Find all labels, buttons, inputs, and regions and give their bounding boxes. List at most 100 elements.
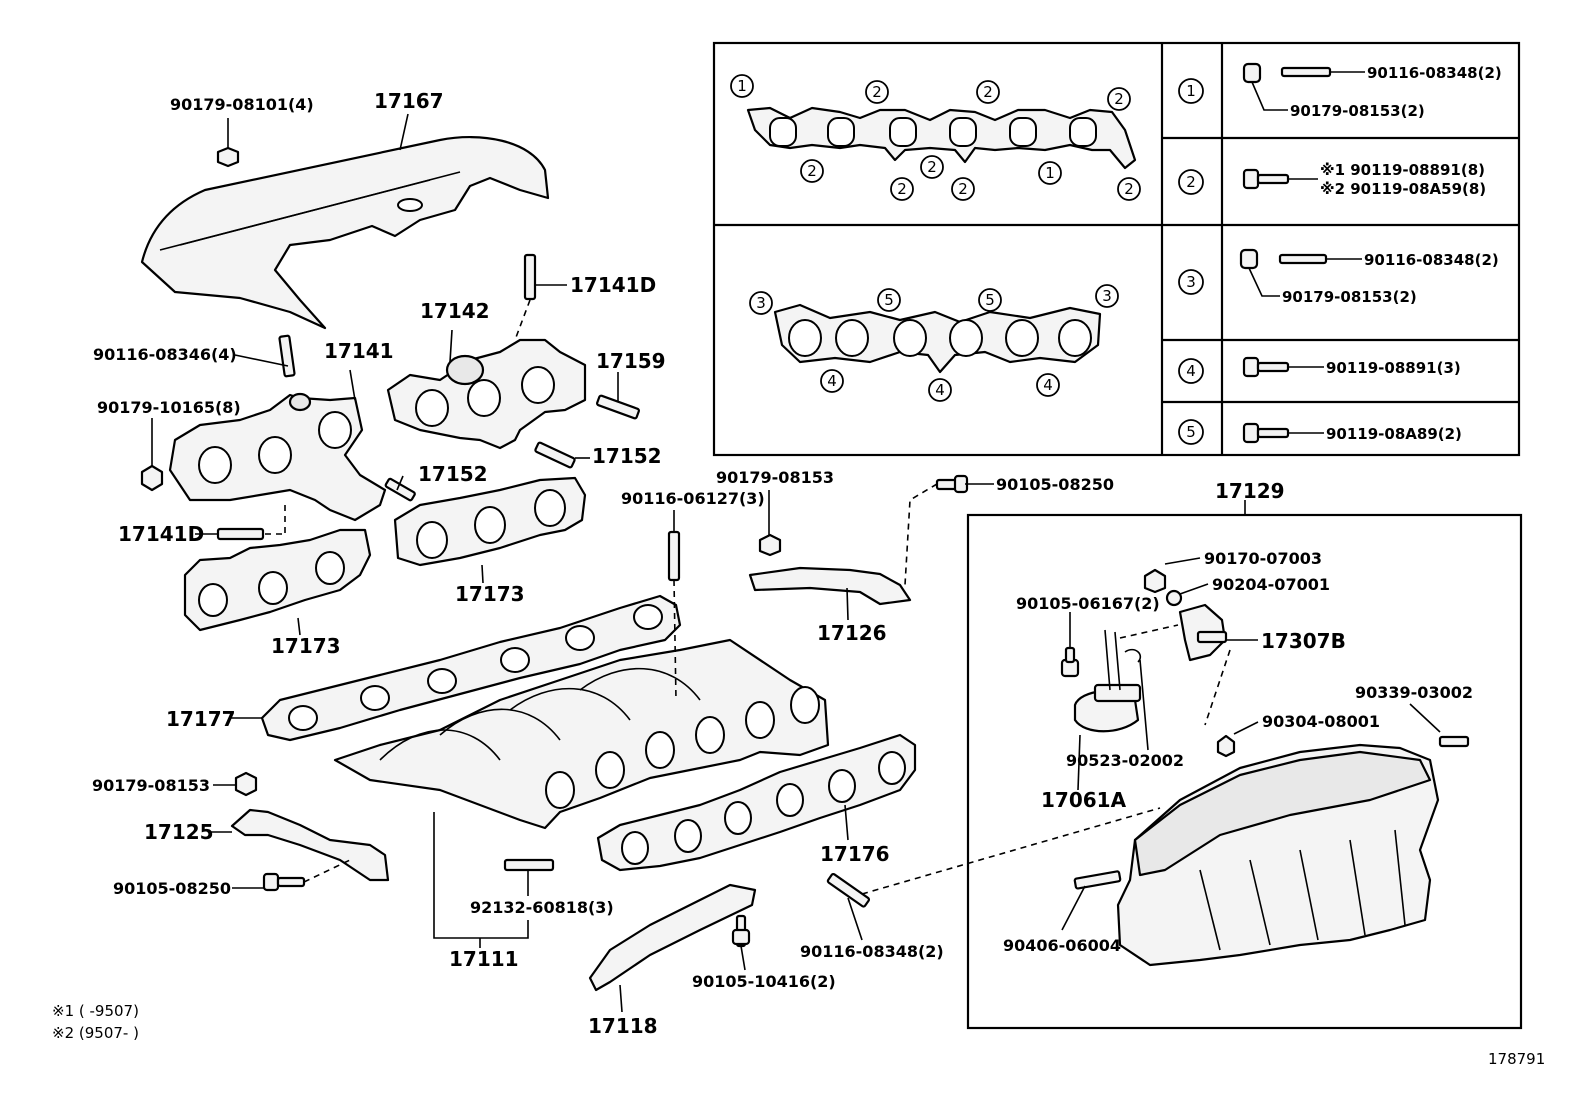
- label-17152: 17152: [418, 462, 488, 486]
- label-17142: 17142: [420, 299, 490, 323]
- callout-3: 3: [1095, 284, 1119, 308]
- sensor-17307B: [1178, 603, 1228, 662]
- callout-2: 2: [1107, 87, 1131, 111]
- note-1: ※1 ( -9507): [52, 1002, 139, 1020]
- row5-part-a: 90119-08A89(2): [1326, 425, 1462, 443]
- label-17152: 17152: [592, 444, 662, 468]
- svg-text:1: 1: [1186, 82, 1196, 100]
- heat-shield: [140, 135, 550, 330]
- svg-text:1: 1: [737, 77, 747, 95]
- bolt-icon: [1242, 422, 1290, 444]
- row3-part-b: 90179-08153(2): [1282, 288, 1417, 306]
- stud-icon: [1278, 253, 1328, 265]
- svg-text:4: 4: [1043, 376, 1053, 394]
- table-key-3: 3: [1178, 269, 1204, 295]
- row2-part-a: ※1 90119-08891(8): [1320, 161, 1485, 179]
- label-90179-10165: 90179-10165(8): [97, 398, 241, 417]
- intake-manifold-17111: [333, 638, 830, 830]
- hose-clip-icon: [1124, 648, 1142, 663]
- svg-text:2: 2: [1114, 90, 1124, 108]
- label-17141D: 17141D: [118, 522, 204, 546]
- callout-4: 4: [820, 369, 844, 393]
- callout-1: 1: [1038, 161, 1062, 185]
- label-17126: 17126: [817, 621, 887, 645]
- callout-2: 2: [800, 159, 824, 183]
- label-90523-02002: 90523-02002: [1066, 751, 1184, 770]
- label-90116-08348: 90116-08348(2): [800, 942, 944, 961]
- label-92132-60818: 92132-60818(3): [470, 898, 614, 917]
- gasket-reference-table: 1 2 2 2 2 2 2 2 1 2 3 5 5 3 4 4 4 1 2 3 …: [712, 41, 1521, 457]
- bolt-icon: [935, 474, 969, 494]
- label-90179-08153: 90179-08153: [92, 776, 210, 795]
- nut-icon: [758, 533, 782, 557]
- label-17118: 17118: [588, 1014, 658, 1038]
- label-17177: 17177: [166, 707, 236, 731]
- callout-4: 4: [928, 378, 952, 402]
- nut-icon: [1242, 62, 1262, 84]
- stud-icon: [503, 858, 555, 872]
- gasket-17173-left: [183, 528, 372, 632]
- svg-text:2: 2: [807, 162, 817, 180]
- svg-text:2: 2: [958, 180, 968, 198]
- row3-part-a: 90116-08348(2): [1364, 251, 1499, 269]
- stud-icon: [1438, 735, 1470, 748]
- table-key-2: 2: [1178, 169, 1204, 195]
- bolt-icon: [1060, 646, 1080, 678]
- callout-2: 2: [1117, 177, 1141, 201]
- callout-4: 4: [1036, 373, 1060, 397]
- row2-part-b: ※2 90119-08A59(8): [1320, 180, 1486, 198]
- label-90170-07003: 90170-07003: [1204, 549, 1322, 568]
- stud-icon: [534, 441, 576, 469]
- label-90105-08250: 90105-08250: [996, 475, 1114, 494]
- plenum-box: [861, 500, 1523, 1030]
- svg-text:1: 1: [1045, 164, 1055, 182]
- svg-text:2: 2: [897, 180, 907, 198]
- stud-icon: [216, 527, 265, 541]
- bracket-17118: [588, 883, 757, 992]
- label-17141: 17141: [324, 339, 394, 363]
- svg-text:2: 2: [872, 83, 882, 101]
- bolt-icon: [1242, 168, 1290, 190]
- nut-icon: [140, 464, 164, 492]
- callout-1: 1: [730, 74, 754, 98]
- callout-5: 5: [978, 288, 1002, 312]
- exhaust-manifold-17142: [386, 338, 587, 450]
- svg-text:3: 3: [756, 294, 766, 312]
- note-2: ※2 (9507- ): [52, 1024, 139, 1042]
- label-90179-08153: 90179-08153: [716, 468, 834, 487]
- label-17159: 17159: [596, 349, 666, 373]
- nut-icon: [1216, 734, 1236, 758]
- gasket-17173-right: [393, 476, 587, 567]
- label-90105-10416: 90105-10416(2): [692, 972, 836, 991]
- svg-text:2: 2: [927, 158, 937, 176]
- callout-2: 2: [865, 80, 889, 104]
- stud-icon: [1280, 66, 1332, 78]
- nut-icon: [234, 771, 258, 797]
- stud-icon: [596, 394, 640, 420]
- label-17111: 17111: [449, 947, 519, 971]
- svg-text:2: 2: [1124, 180, 1134, 198]
- gasket-17177: [260, 594, 682, 742]
- label-90105-08250: 90105-08250: [113, 879, 231, 898]
- svg-text:2: 2: [983, 83, 993, 101]
- label-17176: 17176: [820, 842, 890, 866]
- stud-icon: [384, 477, 416, 502]
- label-17129: 17129: [1215, 479, 1285, 503]
- table-key-1: 1: [1178, 78, 1204, 104]
- label-90204-07001: 90204-07001: [1212, 575, 1330, 594]
- stud-icon: [278, 334, 296, 378]
- bolt-icon: [1242, 356, 1290, 378]
- label-90179-08101: 90179-08101(4): [170, 95, 314, 114]
- bolt-icon: [262, 872, 306, 892]
- nut-icon: [1143, 568, 1167, 594]
- table-key-4: 4: [1178, 358, 1204, 384]
- row1-part-b: 90179-08153(2): [1290, 102, 1425, 120]
- label-17125: 17125: [144, 820, 214, 844]
- label-17141D: 17141D: [570, 273, 656, 297]
- label-90339-03002: 90339-03002: [1355, 683, 1473, 702]
- svg-text:5: 5: [884, 291, 894, 309]
- svg-text:5: 5: [985, 291, 995, 309]
- lower-gasket-drawing: [773, 303, 1102, 374]
- vsv-17061A: [1073, 629, 1142, 733]
